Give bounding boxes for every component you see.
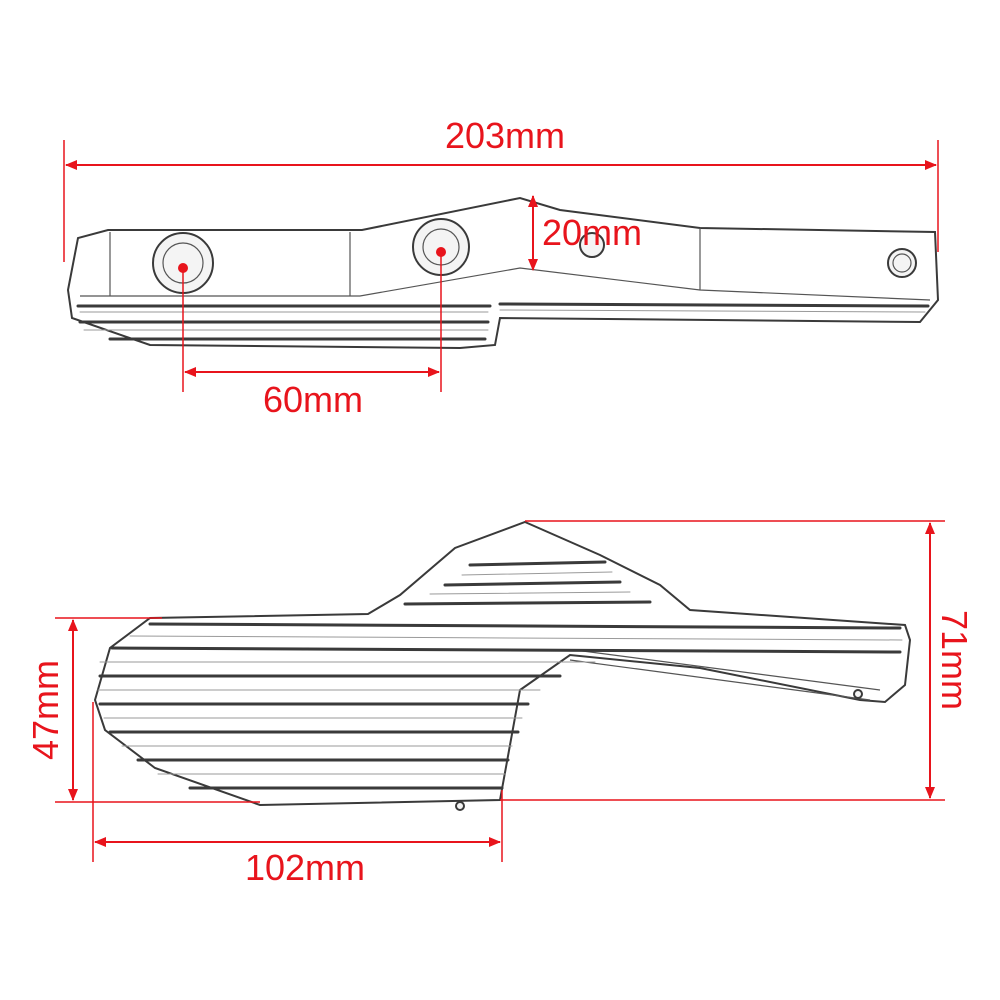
overall-length-label: 203mm (445, 115, 565, 156)
hole-spacing-label: 60mm (263, 379, 363, 420)
side-view-part (93, 520, 912, 811)
bottom-length-label: 102mm (245, 847, 365, 888)
height-top-label: 20mm (542, 212, 642, 253)
threaded-hole-right (887, 248, 917, 278)
side-hole-left (455, 801, 465, 811)
total-height-label: 71mm (934, 610, 975, 710)
top-view-part (66, 196, 940, 350)
threaded-hole-center (579, 232, 605, 258)
side-hole-right (853, 689, 863, 699)
dimension-overall-length: 203mm (63, 115, 939, 262)
dimension-left-height: 47mm (25, 617, 260, 803)
left-height-label: 47mm (25, 660, 66, 760)
dimension-hole-spacing: 60mm (178, 247, 446, 420)
dimension-bottom-length: 102mm (92, 702, 503, 888)
dimension-total-height: 71mm (500, 520, 975, 801)
dimension-height-top: 20mm (528, 195, 642, 271)
